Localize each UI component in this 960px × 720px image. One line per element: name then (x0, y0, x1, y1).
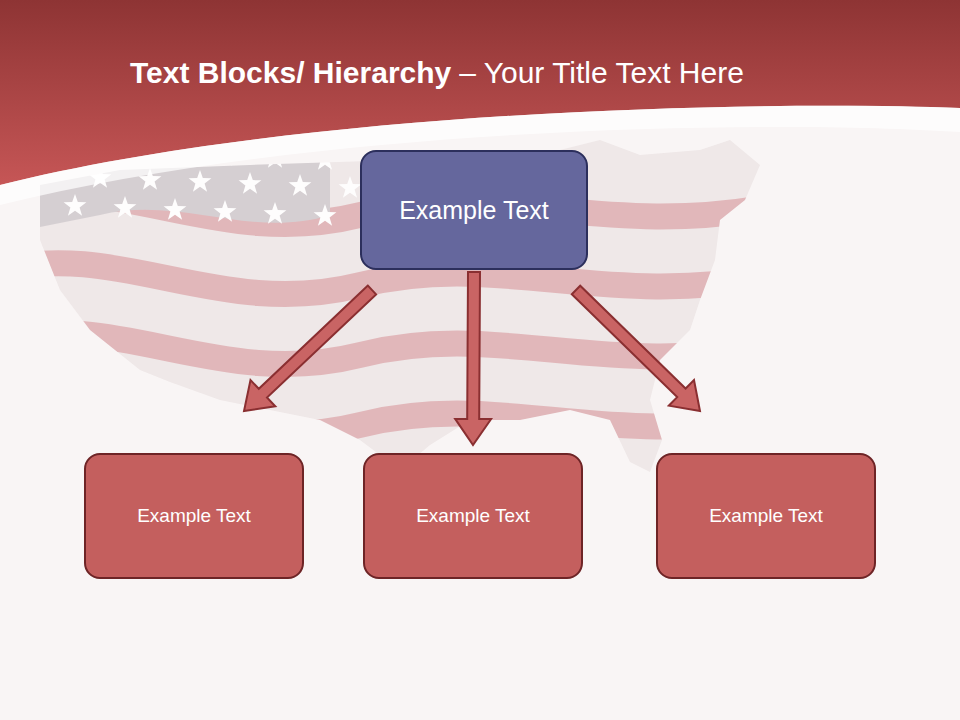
flag-star (339, 176, 362, 198)
box-text: Example Text (709, 505, 823, 527)
child-box: Example Text (363, 453, 583, 579)
flag-star (64, 194, 87, 216)
flag-star (239, 172, 262, 194)
flag-star (314, 204, 337, 226)
block-arrow (455, 272, 491, 445)
title-text: Text Blocks/ Hierarchy (130, 56, 451, 89)
slide-title: Text Blocks/ Hierarchy– Your Title Text … (130, 56, 744, 90)
child-box: Example Text (84, 453, 304, 579)
flag-star (164, 198, 187, 220)
flag-star (289, 174, 312, 196)
parent-box: Example Text (360, 150, 588, 270)
box-text: Example Text (416, 505, 530, 527)
block-arrow (572, 286, 700, 411)
box-text: Example Text (137, 505, 251, 527)
flag-star (114, 196, 137, 218)
block-arrow (244, 286, 376, 411)
box-text: Example Text (399, 196, 549, 225)
flag-star (214, 200, 237, 222)
flag-star (189, 170, 212, 192)
flag-star (264, 202, 287, 224)
child-box: Example Text (656, 453, 876, 579)
title-subtext: – Your Title Text Here (459, 56, 744, 89)
